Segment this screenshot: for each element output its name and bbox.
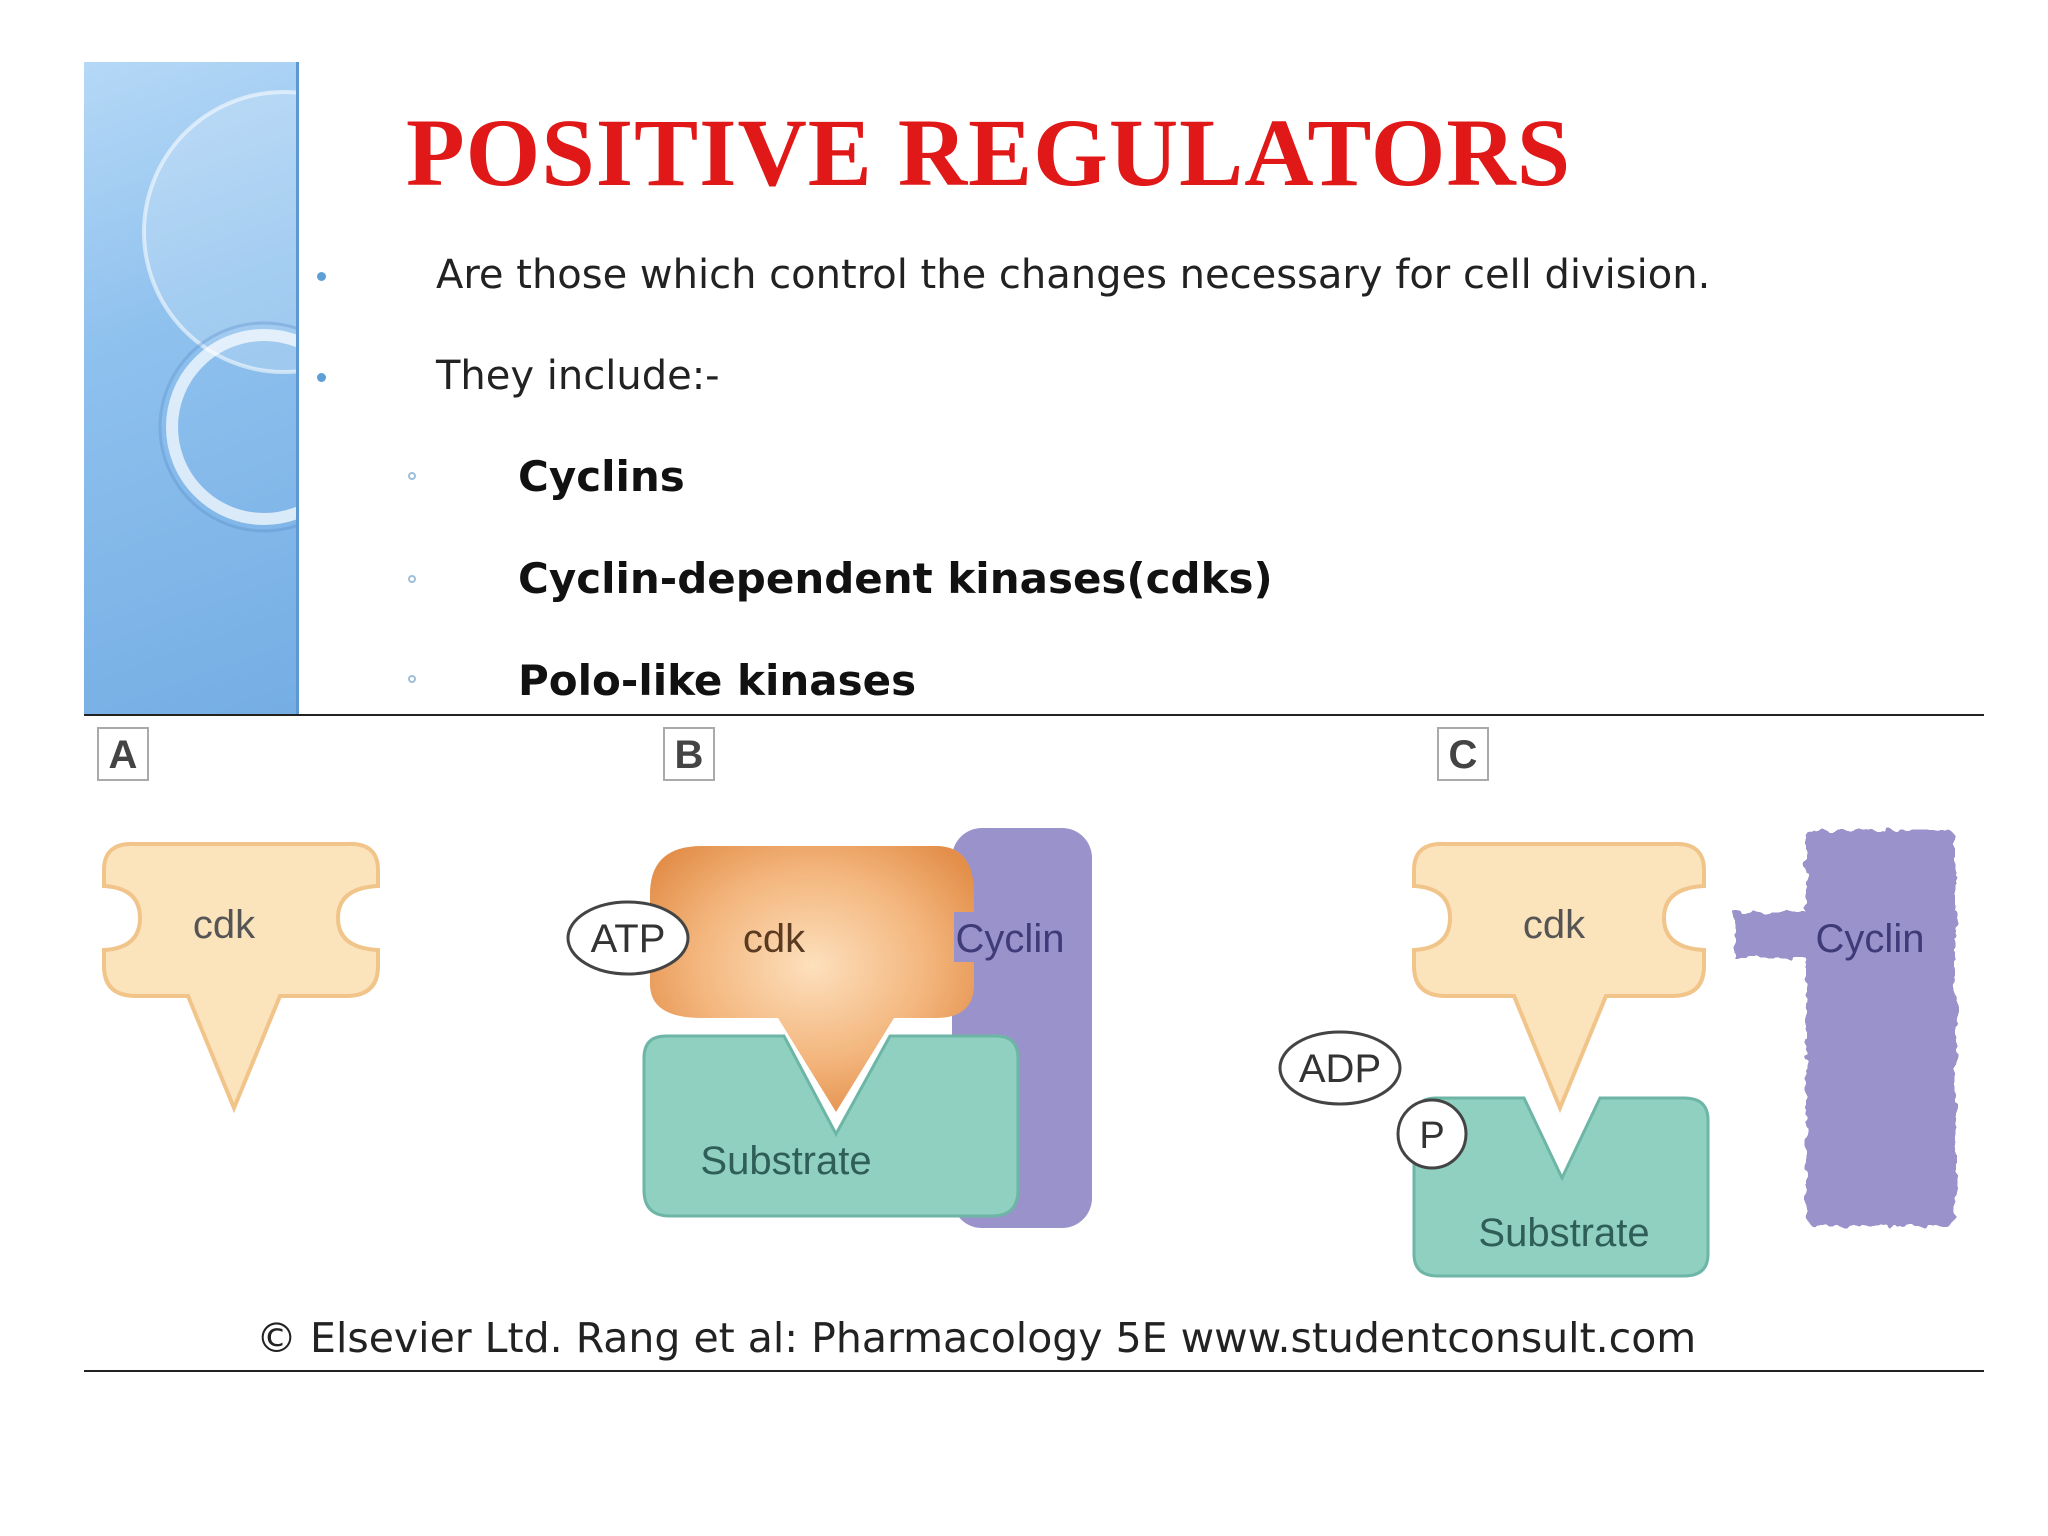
cdk-label: cdk — [743, 917, 806, 961]
panel-label-box — [97, 727, 149, 781]
sub-bullet-item: Polo-like kinases — [518, 656, 917, 705]
decorative-sidebar — [84, 62, 299, 714]
panel-a: A cdk — [97, 727, 380, 1114]
top-divider — [84, 714, 1984, 716]
sub-bullet-item: Cyclins — [518, 452, 685, 501]
bullet-marker — [317, 373, 326, 382]
panel-label: C — [1449, 733, 1478, 777]
cdk-shape — [1412, 841, 1706, 1114]
phosphate-label: P — [1419, 1115, 1444, 1157]
sub-bullet-marker — [408, 472, 416, 480]
substrate-label: Substrate — [700, 1139, 871, 1183]
panel-b: B Cyclin Substrate cdk ATP — [566, 727, 1092, 1228]
cdk-shape — [102, 841, 380, 1114]
figure-credit: © Elsevier Ltd. Rang et al: Pharmacology… — [256, 1314, 1697, 1362]
panel-label: B — [675, 733, 704, 777]
cdk-label: cdk — [1523, 903, 1586, 947]
sub-bullet-marker — [408, 675, 416, 683]
substrate-shape — [1412, 1096, 1710, 1278]
substrate-shape — [642, 1034, 1020, 1218]
atp-label: ATP — [591, 917, 666, 961]
bottom-divider — [84, 1370, 1984, 1372]
panel-label: A — [109, 733, 138, 777]
bullet-item: Are those which control the changes nece… — [436, 252, 1711, 298]
bullet-item: They include:- — [436, 353, 720, 399]
panel-c: C Cyclin Substrate cdk ADP P — [1278, 727, 1956, 1278]
sub-bullet-marker — [408, 575, 416, 583]
cyclin-label: Cyclin — [1816, 917, 1925, 961]
phosphate-group — [1396, 1098, 1468, 1170]
cdk-cyclin-diagram: A cdk B Cyclin Substrate cdk ATP C — [97, 727, 1956, 1278]
sub-bullet-item: Cyclin-dependent kinases(cdks) — [518, 554, 1273, 603]
adp-label: ADP — [1299, 1047, 1381, 1091]
bullet-marker — [317, 272, 326, 281]
sidebar-swirl-graphic — [142, 90, 296, 533]
substrate-label: Substrate — [1478, 1211, 1649, 1255]
cdk-label: cdk — [193, 903, 256, 947]
adp-molecule — [1278, 1030, 1402, 1106]
cyclin-label: Cyclin — [956, 917, 1065, 961]
atp-molecule — [566, 900, 690, 976]
panel-label-box — [1437, 727, 1489, 781]
cyclin-released-shape — [1734, 830, 1956, 1226]
slide-title: POSITIVE REGULATORS — [406, 99, 1572, 206]
cdk-active-shape — [650, 846, 974, 1112]
panel-label-box — [663, 727, 715, 781]
